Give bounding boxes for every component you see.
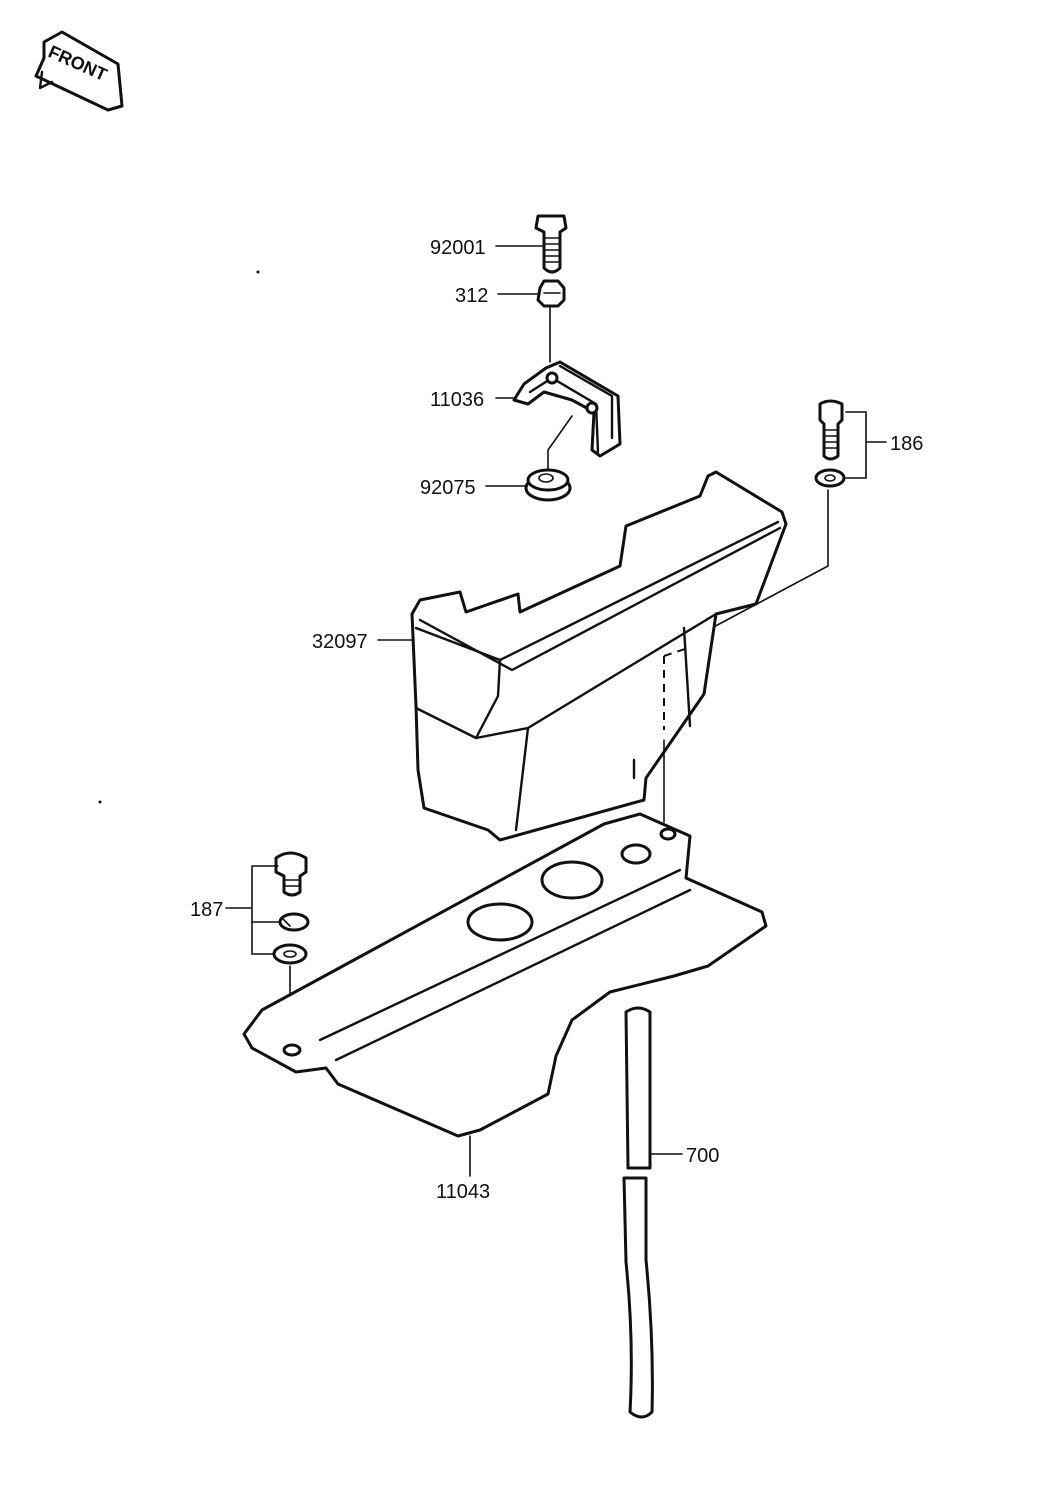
- label-700: 700: [686, 1145, 719, 1167]
- speck-dot: [256, 270, 260, 274]
- label-312: 312: [455, 285, 488, 307]
- leader-186: [845, 411, 887, 479]
- bolt-186: [818, 399, 844, 461]
- bolt-92001: [534, 214, 568, 274]
- label-187: 187: [190, 899, 223, 921]
- label-92075: 92075: [420, 477, 476, 499]
- washer-187: [272, 943, 308, 965]
- leader-line-186-to-tray: [707, 489, 829, 631]
- leader-187: [225, 865, 281, 955]
- bolt-187: [274, 851, 308, 897]
- label-186: 186: [890, 433, 923, 455]
- washer-186: [814, 468, 846, 488]
- label-32097: 32097: [312, 631, 368, 653]
- label-11043: 11043: [436, 1181, 490, 1203]
- nut-312: [536, 279, 566, 308]
- front-badge: FRONT: [34, 30, 124, 112]
- speck-dot: [98, 800, 102, 804]
- plate-11043: [242, 812, 768, 1138]
- lockwasher-187: [278, 912, 310, 932]
- tray-32097: [410, 470, 788, 842]
- label-11036: 11036: [430, 389, 484, 411]
- label-92001: 92001: [430, 237, 486, 259]
- bracket-11036: [512, 360, 622, 471]
- grommet-92075: [524, 468, 572, 502]
- part-labels: 92001 312 11036 92075 186 32097 187 1104…: [190, 237, 923, 1203]
- hose-700: [622, 1006, 654, 1419]
- leader-lines: [225, 245, 887, 1177]
- front-arrow-icon: [34, 30, 124, 112]
- front-pointer-icon: [38, 70, 54, 90]
